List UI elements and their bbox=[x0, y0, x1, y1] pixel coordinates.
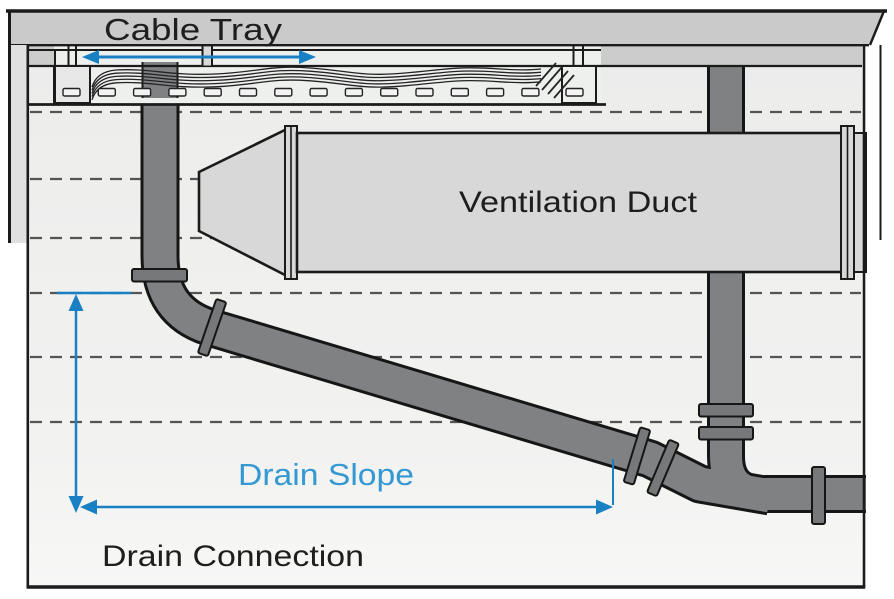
drain-connection-label: Drain Connection bbox=[102, 540, 364, 573]
ventilation-duct-label: Ventilation Duct bbox=[459, 186, 698, 219]
drain-slope-pipe bbox=[143, 58, 773, 513]
vertical-pipe-flange-b bbox=[698, 426, 754, 441]
ventilation-duct: Ventilation Duct bbox=[197, 125, 867, 280]
hanger-rods bbox=[67, 45, 584, 66]
ceiling-slab bbox=[9, 12, 884, 45]
slope-coupling-flange-b bbox=[646, 439, 680, 497]
slope-flange-upper bbox=[197, 298, 227, 357]
drain-pipes bbox=[140, 58, 866, 516]
cable-tray-label: Cable Tray bbox=[104, 12, 283, 47]
drain-connection-flange bbox=[811, 466, 826, 525]
structure-frame bbox=[6, 9, 887, 589]
slope-coupling-flange-a bbox=[623, 426, 651, 486]
drain-height-dimension bbox=[57, 291, 131, 513]
labels: Cable Tray Drain Slope Drain Connection bbox=[102, 12, 414, 573]
pipe-flanges bbox=[131, 268, 826, 525]
duct-body bbox=[295, 131, 845, 274]
left-wall-strip bbox=[11, 45, 27, 243]
cable-bundle bbox=[91, 62, 575, 101]
drain-slope-dimension bbox=[80, 459, 614, 515]
tray-perforations bbox=[62, 87, 584, 97]
riser-flange bbox=[131, 268, 188, 283]
cable-tray-width-arrow bbox=[82, 50, 316, 64]
slab-right-edge bbox=[868, 10, 886, 46]
tray-left-bracket bbox=[53, 65, 91, 104]
dimension-annotations bbox=[57, 50, 614, 515]
vertical-pipe-flange-a bbox=[698, 403, 754, 418]
drain-slope-label: Drain Slope bbox=[238, 457, 414, 492]
